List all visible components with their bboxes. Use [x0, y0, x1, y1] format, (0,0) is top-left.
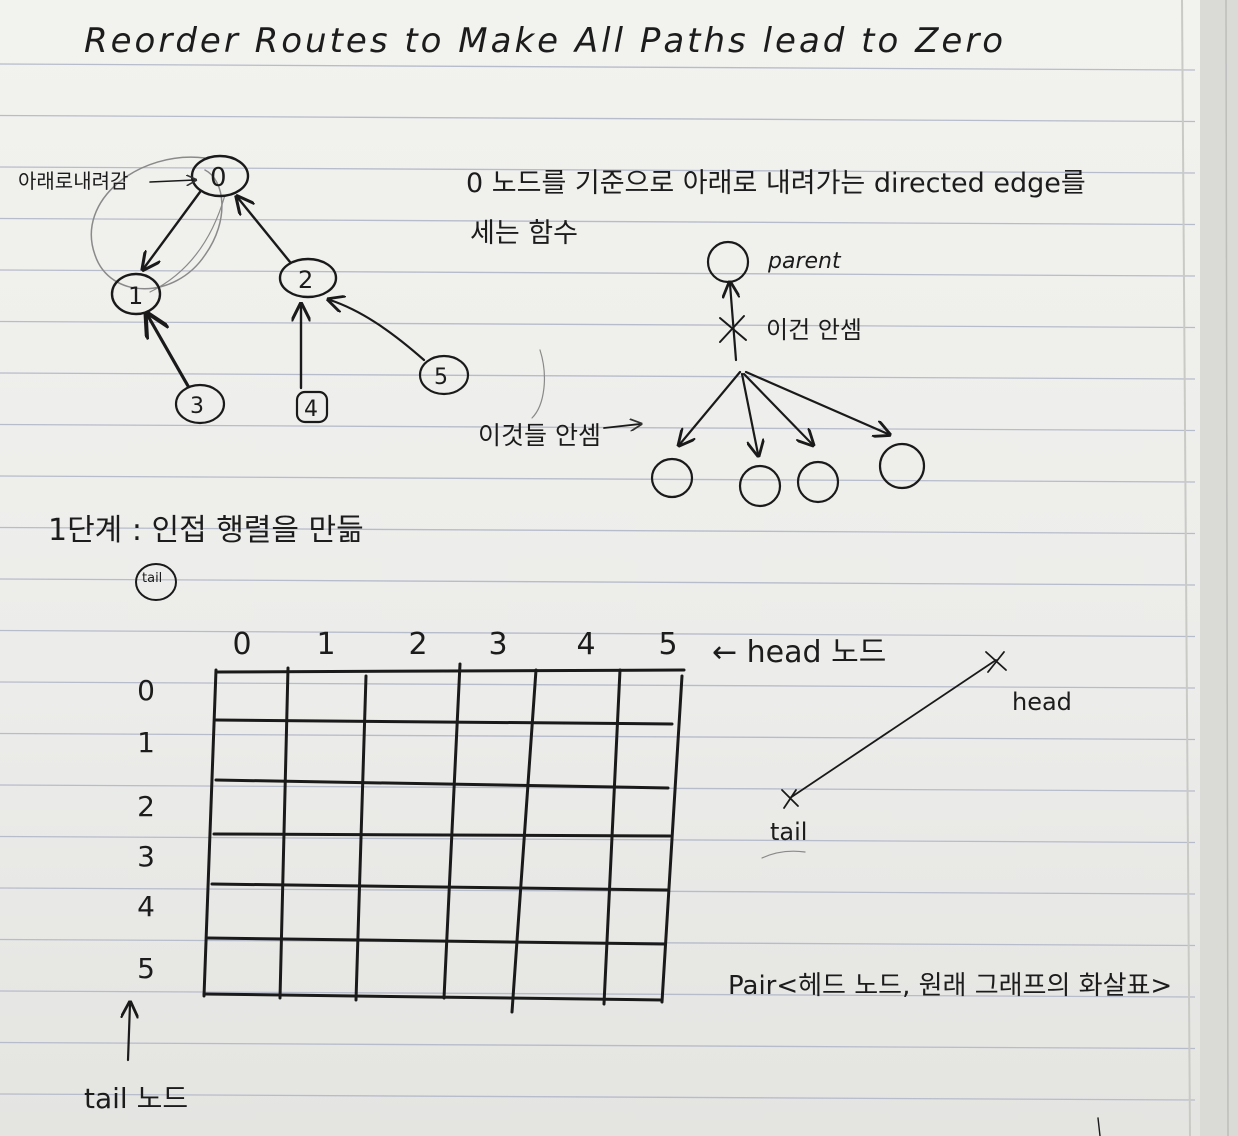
- matrix-row-header: 3: [137, 840, 155, 873]
- paper-right-edge: [1181, 0, 1238, 1136]
- matrix-row-header: 0: [137, 674, 155, 707]
- matrix-row-header: 4: [137, 890, 155, 923]
- graph-node-1: [110, 272, 162, 316]
- ruled-line: [0, 423, 1196, 432]
- circled-tail-note: tail: [135, 563, 177, 601]
- ruled-line: [0, 526, 1196, 535]
- page-title: Reorder Routes to Make All Paths lead to…: [84, 21, 1006, 61]
- ruled-line: [0, 990, 1196, 998]
- tail-node-label: tail 노드: [84, 1082, 188, 1115]
- matrix-col-header: 3: [488, 627, 507, 662]
- graph-node-0-label: 0: [210, 163, 227, 193]
- graph-node-4-label: 4: [304, 397, 318, 422]
- ruled-line: [0, 114, 1196, 123]
- edge-sketch: head tail: [761, 651, 1072, 859]
- parent-label: parent: [767, 249, 842, 274]
- ruled-line: [0, 887, 1196, 895]
- tree-parent-node: [706, 240, 750, 284]
- ruled-line: [0, 629, 1196, 638]
- ruled-line: [0, 835, 1196, 844]
- edge-3-to-1: [148, 316, 190, 388]
- tail-arrow: [128, 1004, 130, 1062]
- step1-heading: 1단계 : 인접 행렬을 만듦: [48, 513, 364, 548]
- graph-node-3-label: 3: [190, 394, 204, 419]
- matrix-col-header: 2: [408, 627, 427, 662]
- ruled-line: [0, 578, 1196, 586]
- ruled-line: [0, 681, 1196, 689]
- cross-mark: [719, 315, 747, 343]
- ruled-line: [0, 372, 1196, 380]
- edge-head-label: head: [1012, 688, 1072, 716]
- matrix-row-header: 5: [137, 952, 155, 985]
- graph-node-4: [295, 390, 329, 424]
- pair-note: Pair<헤드 노드, 원래 그래프의 화살표>: [728, 971, 1172, 1001]
- edge-5-to-2: [330, 300, 426, 362]
- ruled-line: [0, 732, 1196, 741]
- matrix-grid: [202, 662, 686, 1014]
- ruled-line: [0, 166, 1196, 174]
- graph-node-5: [418, 354, 470, 396]
- graph-node-2: [278, 257, 338, 299]
- matrix-col-header: 1: [316, 627, 335, 662]
- edge-tail-label: tail: [770, 818, 807, 846]
- ruled-line: [0, 1041, 1196, 1050]
- ruled-line: [0, 320, 1196, 329]
- graph-side-label: 아래로내려감: [18, 169, 128, 193]
- these-counted-label: 이것들 안셈: [478, 421, 601, 450]
- ruled-line: [0, 63, 1196, 71]
- graph-sketch: 0 1 2 3 4 5 아래로내려감: [18, 154, 470, 425]
- matrix-col-header: 5: [658, 627, 677, 662]
- description-line-2: 세는 함수: [470, 218, 578, 249]
- graph-node-3: [174, 383, 226, 425]
- matrix-col-header: 0: [232, 627, 251, 662]
- matrix-row-headers: 0 1 2 3 4 5: [137, 674, 155, 985]
- ruled-line: [0, 217, 1196, 226]
- matrix-col-header: 4: [576, 627, 595, 662]
- ruled-line: [0, 269, 1196, 277]
- graph-node-2-label: 2: [298, 266, 313, 294]
- edge-2-to-0: [238, 198, 292, 264]
- edge-0-to-1: [144, 190, 202, 268]
- tree-sketch: parent 이건 안셈 이것들 안셈: [478, 240, 926, 508]
- not-counted-label: 이건 안셈: [766, 316, 862, 344]
- head-node-label: ← head 노드: [712, 635, 886, 670]
- ruled-line: [0, 1093, 1196, 1101]
- description-line-1: 0 노드를 기준으로 아래로 내려가는 directed edge를: [466, 168, 1086, 199]
- matrix-row-header: 2: [137, 790, 155, 823]
- matrix-row-header: 1: [137, 726, 155, 759]
- ruled-line: [0, 475, 1196, 483]
- matrix-column-headers: 0 1 2 3 4 5: [232, 627, 677, 662]
- adjacency-matrix: 0 1 2 3 4 5 0 1 2 3 4 5: [137, 627, 686, 1014]
- graph-node-5-label: 5: [434, 365, 448, 390]
- graph-node-1-label: 1: [128, 282, 143, 310]
- svg-text:tail: tail: [142, 571, 162, 586]
